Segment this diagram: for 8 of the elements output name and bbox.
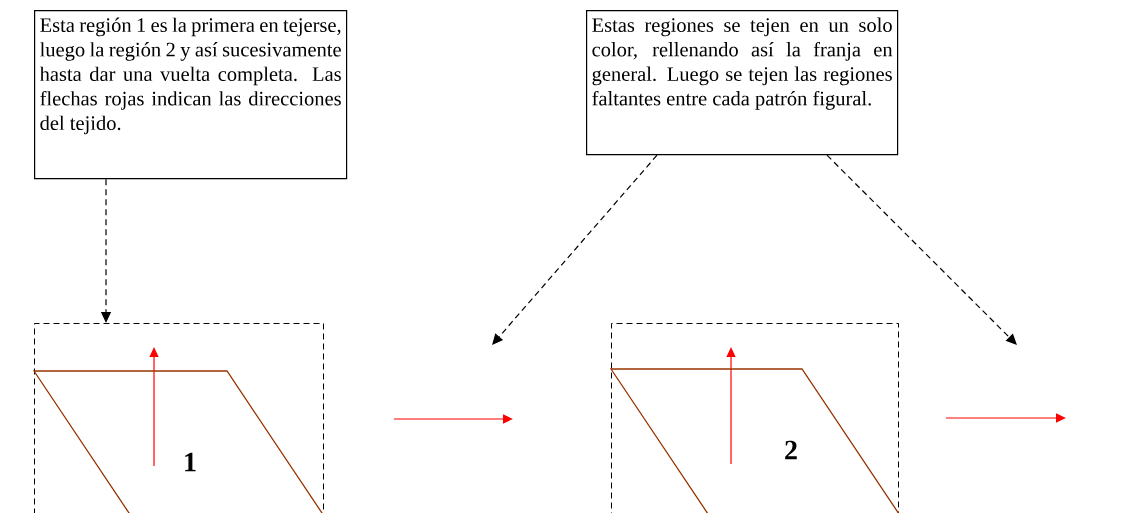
leader-arrow <box>492 154 658 345</box>
region-parallelogram: 1 <box>32 370 355 513</box>
callout-box: Esta región 1 es la primera en tejerse, luego la región 2 y así sucesivamente hasta dar una vuelta completa. Las flechas rojas indican las direcciones del tejido. <box>34 10 348 180</box>
region-parallelogram: 2 <box>609 368 931 513</box>
callout-box: Estas regiones se tejen en un solo color, rellenando así la franja en general. Luego se tejen las regiones faltantes entre cada patrón figural. <box>586 10 899 156</box>
dashed-frame <box>611 323 899 513</box>
leader-arrow <box>826 154 1017 345</box>
dashed-frame <box>34 323 324 513</box>
